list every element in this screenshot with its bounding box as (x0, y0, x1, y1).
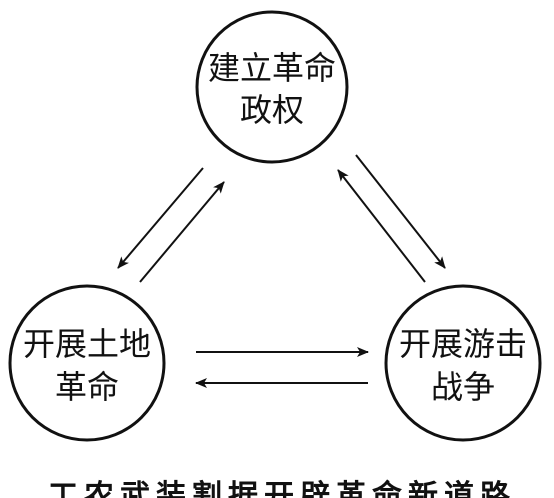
node-establish-regime-line1: 建立革命 (208, 49, 336, 87)
node-land-revolution-line1: 开展土地 (23, 325, 151, 363)
node-guerrilla-war: 开展游击 战争 (384, 284, 542, 442)
node-land-revolution-line2: 革命 (55, 368, 119, 406)
node-establish-regime: 建立革命 政权 (195, 10, 349, 164)
node-establish-regime-line2: 政权 (240, 91, 304, 129)
diagram-caption: 工农武装割据开辟革命新道路 (48, 479, 516, 498)
node-guerrilla-war-line1: 开展游击 (399, 325, 527, 363)
arrow-top-to-left (117, 167, 204, 269)
arrow-left-to-top (139, 181, 225, 283)
arrow-top-to-right (355, 154, 446, 269)
node-guerrilla-war-line2: 战争 (431, 368, 495, 406)
node-land-revolution: 开展土地 革命 (8, 284, 166, 442)
arrow-right-to-top (337, 169, 426, 283)
